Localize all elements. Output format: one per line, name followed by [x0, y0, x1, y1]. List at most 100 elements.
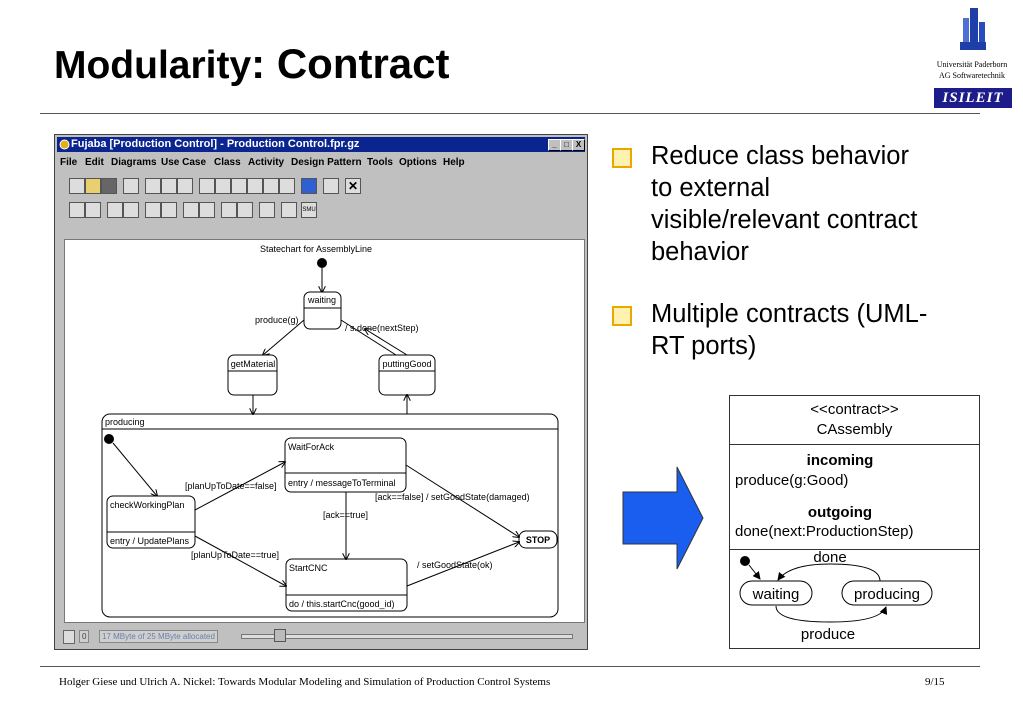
contract-name: CAssembly — [816, 421, 893, 438]
contract-statechart: waiting producing done produce — [739, 550, 933, 643]
diagram-tool-2-icon[interactable] — [215, 178, 231, 194]
logo-group-name: AG Softwaretechnik — [939, 71, 1005, 80]
contract-state-waiting-label: waiting — [752, 586, 800, 603]
layout-tool-icon[interactable] — [259, 202, 275, 218]
menu-diagrams[interactable]: Diagrams — [111, 157, 157, 168]
zoom-slider-track[interactable] — [241, 634, 573, 639]
contract-state-producing[interactable] — [841, 580, 933, 606]
state-stop[interactable] — [518, 530, 558, 549]
fork-delete-icon[interactable] — [199, 202, 215, 218]
transition-puttinggood-waiting — [365, 329, 408, 356]
open-folder-icon[interactable] — [85, 178, 101, 194]
contract-state-waiting[interactable] — [739, 580, 813, 606]
state-producing[interactable] — [101, 413, 559, 618]
status-indicator — [63, 630, 75, 644]
university-logo: Universität Paderborn AG Softwaretechnik… — [924, 4, 1020, 114]
menu-edit[interactable]: Edit — [85, 157, 104, 168]
menu-design-pattern[interactable]: Design Pattern — [291, 157, 362, 168]
state-getmaterial-label: getMaterial — [231, 359, 276, 369]
window-titlebar[interactable]: Fujaba [Production Control] - Production… — [57, 137, 585, 152]
bullet-box-icon — [612, 148, 632, 168]
transition-tool-icon[interactable] — [107, 202, 123, 218]
state-tool-icon[interactable] — [69, 202, 85, 218]
fujaba-window: Fujaba [Production Control] - Production… — [54, 134, 588, 650]
footer-citation: Holger Giese und Ulrich A. Nickel: Towar… — [59, 676, 551, 688]
transition-produce — [263, 319, 305, 355]
contract-stereotype: <<contract>> — [810, 401, 899, 418]
transition-plan-true — [194, 535, 286, 586]
state-startcnc-label: StartCNC — [289, 563, 328, 573]
diagram-tool-5-icon[interactable] — [263, 178, 279, 194]
contract-divider-1 — [730, 444, 979, 445]
contract-transition-produce — [775, 605, 888, 623]
status-field: 0 — [79, 630, 90, 643]
contract-state-producing-label: producing — [854, 586, 920, 603]
diagram-tool-1-icon[interactable] — [199, 178, 215, 194]
transition-plan-false — [194, 462, 285, 511]
save-disk-icon[interactable] — [101, 178, 117, 194]
print-icon[interactable] — [123, 178, 139, 194]
transition-set-ok — [406, 542, 519, 587]
menu-bar: File Edit Diagrams Use Case Class Activi… — [57, 155, 585, 173]
incoming-header: incoming — [806, 452, 874, 469]
status-bar: 0 17 MByte of 25 MByte allocated — [57, 627, 585, 645]
copy-icon[interactable] — [161, 178, 177, 194]
menu-use-case[interactable]: Use Case — [161, 157, 207, 168]
app-icon — [59, 139, 70, 150]
diagram-tool-7-icon[interactable] — [301, 178, 317, 194]
transition-ack-false — [405, 464, 519, 537]
state-puttinggood-label: puttingGood — [382, 359, 431, 369]
join-tool-icon[interactable] — [221, 202, 237, 218]
producing-initial-dot — [104, 434, 114, 444]
join-delete-icon[interactable] — [237, 202, 253, 218]
state-waiting-label: waiting — [307, 295, 336, 305]
state-producing-label: producing — [105, 417, 145, 427]
menu-tools[interactable]: Tools — [367, 157, 393, 168]
paste-icon[interactable] — [177, 178, 193, 194]
bullet-2: Multiple contracts (UML-RT ports) — [612, 298, 927, 364]
contract-divider-2 — [730, 549, 979, 550]
menu-help[interactable]: Help — [443, 157, 465, 168]
diagram-canvas[interactable]: Statechart for AssemblyLine waiting prod… — [64, 239, 585, 623]
state-delete-icon[interactable] — [85, 202, 101, 218]
label-produce: produce(g) — [255, 315, 299, 325]
state-checkworkingplan[interactable] — [106, 495, 196, 549]
state-waiting[interactable] — [303, 291, 342, 330]
bullet-2-text: Multiple contracts (UML-RT ports) — [651, 300, 928, 360]
diagram-tool-6-icon[interactable] — [279, 178, 295, 194]
new-file-icon[interactable] — [69, 178, 85, 194]
bullet-1: Reduce class behavior to external visibl… — [612, 140, 917, 270]
transition-delete-icon[interactable] — [123, 202, 139, 218]
outgoing-signal: done(next:ProductionStep) — [735, 523, 914, 540]
cancel-x-icon[interactable]: ✕ — [345, 178, 361, 194]
close-button[interactable]: X — [572, 139, 585, 151]
incoming-signal: produce(g:Good) — [735, 472, 849, 489]
header-rule — [40, 113, 980, 114]
zoom-tool-icon[interactable] — [281, 202, 297, 218]
zoom-slider-thumb[interactable] — [274, 629, 286, 642]
diagram-tool-3-icon[interactable] — [231, 178, 247, 194]
transition-done — [340, 319, 397, 356]
contract-label-done: done — [813, 550, 846, 566]
substate-tool-icon[interactable] — [145, 202, 161, 218]
logo-university-name: Universität Paderborn — [936, 60, 1008, 69]
statechart-diagram: Statechart for AssemblyLine waiting prod… — [101, 244, 559, 618]
smu-button[interactable]: SMU — [301, 202, 317, 218]
fork-tool-icon[interactable] — [183, 202, 199, 218]
contract-transition-done — [777, 563, 881, 582]
right-arrow-icon — [622, 466, 704, 570]
menu-file[interactable]: File — [60, 157, 78, 168]
label-set-ok: / setGoodState(ok) — [417, 560, 493, 570]
menu-class[interactable]: Class — [214, 157, 241, 168]
menu-activity[interactable]: Activity — [248, 157, 285, 168]
cut-icon[interactable] — [145, 178, 161, 194]
outgoing-header: outgoing — [807, 504, 873, 521]
contract-class-box: <<contract>> CAssembly incoming produce(… — [729, 395, 980, 649]
menu-options[interactable]: Options — [399, 157, 437, 168]
diagram-tool-4-icon[interactable] — [247, 178, 263, 194]
substate-delete-icon[interactable] — [161, 202, 177, 218]
university-mark-icon — [960, 8, 986, 50]
state-checkworkingplan-label: checkWorkingPlan — [110, 500, 184, 510]
diagram-tool-8-icon[interactable] — [323, 178, 339, 194]
contract-initial-dot — [740, 556, 750, 566]
